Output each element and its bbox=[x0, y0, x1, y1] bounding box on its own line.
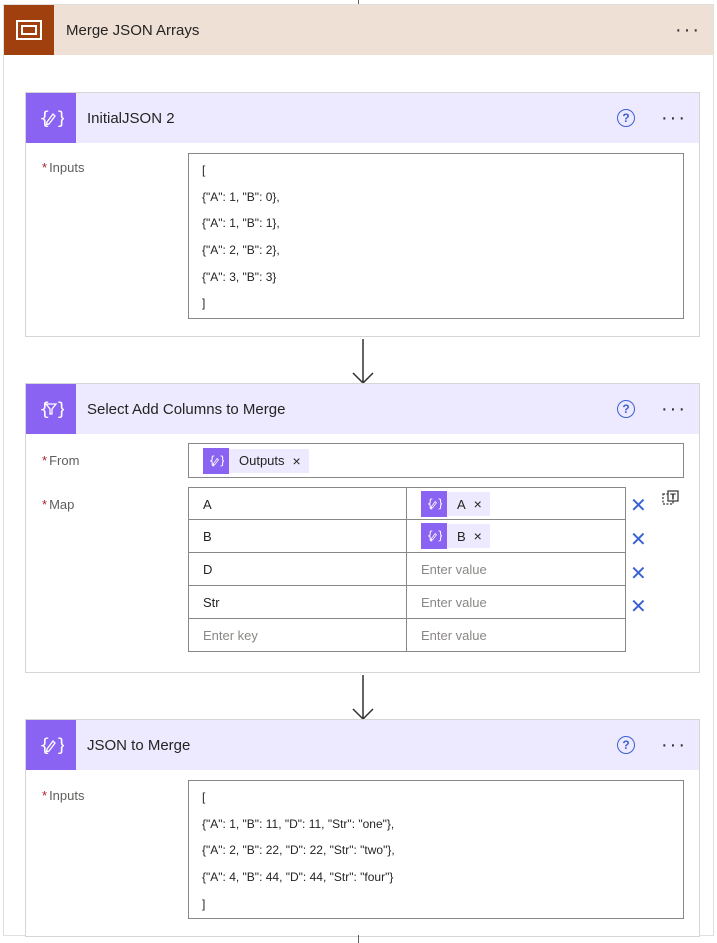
svg-text:{: { bbox=[427, 530, 434, 543]
map-label: *Map bbox=[42, 497, 75, 512]
outputs-token[interactable]: { } Outputs × bbox=[203, 447, 309, 474]
inputs-textarea[interactable]: [ {"A": 1, "B": 11, "D": 11, "Str": "one… bbox=[188, 780, 684, 919]
token-compose-icon: { } bbox=[203, 447, 229, 474]
action-title: Select Add Columns to Merge bbox=[87, 400, 286, 418]
down-arrow-icon bbox=[352, 675, 374, 721]
scope-icon bbox=[4, 5, 54, 55]
token-remove-icon[interactable]: × bbox=[292, 452, 301, 469]
action-title: InitialJSON 2 bbox=[87, 109, 175, 127]
down-arrow-icon bbox=[352, 339, 374, 385]
action-more-icon[interactable]: ··· bbox=[661, 107, 687, 129]
token-remove-icon[interactable]: × bbox=[473, 528, 482, 544]
json-line: {"A": 2, "B": 2}, bbox=[202, 243, 280, 258]
top-connector-line bbox=[358, 0, 359, 4]
json-line: {"A": 1, "B": 11, "D": 11, "Str": "one"}… bbox=[202, 816, 395, 831]
remove-row-icon[interactable]: ✕ bbox=[630, 529, 647, 551]
remove-row-icon[interactable]: ✕ bbox=[630, 596, 647, 618]
help-icon[interactable]: ? bbox=[617, 400, 635, 418]
json-line: {"A": 4, "B": 44, "D": 44, "Str": "four"… bbox=[202, 870, 394, 885]
token-label: B bbox=[457, 528, 466, 544]
scope-title: Merge JSON Arrays bbox=[66, 21, 200, 39]
token-compose-icon: { } bbox=[421, 523, 447, 549]
json-line: [ bbox=[202, 163, 206, 177]
action-card-select-add-columns: { } Select Add Columns to Merge ? ··· *F… bbox=[25, 383, 700, 673]
value-token[interactable]: { } B × bbox=[421, 523, 490, 549]
svg-text:}: } bbox=[56, 108, 64, 129]
from-label: *From bbox=[42, 453, 80, 468]
token-label: A bbox=[457, 496, 466, 512]
token-label: Outputs bbox=[239, 453, 285, 468]
json-line: ] bbox=[202, 296, 206, 311]
json-line: {"A": 3, "B": 3} bbox=[202, 269, 277, 284]
map-row: D Enter value bbox=[188, 552, 626, 586]
svg-text:}: } bbox=[56, 399, 64, 420]
map-row: B { } B × bbox=[188, 519, 626, 553]
svg-text:{: { bbox=[427, 498, 434, 511]
value-token[interactable]: { } A × bbox=[421, 491, 490, 517]
remove-row-icon[interactable]: ✕ bbox=[630, 495, 647, 517]
new-value-input[interactable]: Enter value bbox=[406, 618, 626, 652]
new-key-input[interactable]: Enter key bbox=[188, 618, 407, 652]
inputs-label: *Inputs bbox=[42, 160, 85, 175]
svg-text:}: } bbox=[437, 498, 442, 511]
action-more-icon[interactable]: ··· bbox=[661, 734, 687, 756]
action-more-icon[interactable]: ··· bbox=[661, 398, 687, 420]
map-key-input[interactable]: D bbox=[188, 552, 407, 586]
map-value-input[interactable]: { } B × bbox=[406, 519, 626, 553]
map-row: Str Enter value bbox=[188, 585, 626, 619]
help-icon[interactable]: ? bbox=[617, 736, 635, 754]
svg-text:{: { bbox=[39, 735, 50, 756]
token-remove-icon[interactable]: × bbox=[473, 496, 482, 512]
map-table: A { } A × bbox=[188, 487, 626, 652]
map-key-input[interactable]: B bbox=[188, 519, 407, 553]
action-header[interactable]: { } InitialJSON 2 ? ··· bbox=[26, 93, 699, 143]
json-line: {"A": 2, "B": 22, "D": 22, "Str": "two"}… bbox=[202, 843, 395, 858]
svg-text:{: { bbox=[209, 454, 216, 467]
json-line: {"A": 1, "B": 1}, bbox=[202, 216, 280, 231]
svg-text:T: T bbox=[670, 493, 676, 502]
svg-text:}: } bbox=[56, 735, 64, 756]
compose-icon: { } bbox=[26, 720, 76, 770]
json-line: [ bbox=[202, 790, 206, 804]
scope-more-icon[interactable]: ··· bbox=[675, 19, 701, 41]
bottom-connector-line bbox=[358, 935, 359, 943]
map-value-input[interactable]: Enter value bbox=[406, 552, 626, 586]
action-header[interactable]: { } Select Add Columns to Merge ? ··· bbox=[26, 384, 699, 434]
scope-header[interactable]: Merge JSON Arrays ··· bbox=[4, 5, 713, 55]
map-key-input[interactable]: Str bbox=[188, 585, 407, 619]
svg-text:{: { bbox=[39, 108, 50, 129]
svg-text:{: { bbox=[39, 399, 50, 420]
map-row-new: Enter key Enter value bbox=[188, 618, 626, 652]
action-card-json-to-merge: { } JSON to Merge ? ··· *Inputs [ {"A": … bbox=[25, 719, 700, 937]
remove-row-icon[interactable]: ✕ bbox=[630, 563, 647, 585]
inputs-textarea[interactable]: [ {"A": 1, "B": 0}, {"A": 1, "B": 1}, {"… bbox=[188, 153, 684, 319]
json-line: ] bbox=[202, 896, 206, 911]
from-field[interactable]: { } Outputs × bbox=[188, 443, 684, 478]
compose-icon: { } bbox=[26, 93, 76, 143]
action-header[interactable]: { } JSON to Merge ? ··· bbox=[26, 720, 699, 770]
switch-to-text-mode-icon[interactable]: T bbox=[662, 490, 680, 508]
token-compose-icon: { } bbox=[421, 491, 447, 517]
help-icon[interactable]: ? bbox=[617, 109, 635, 127]
scope-merge-json-arrays: Merge JSON Arrays ··· { } InitialJSON 2 … bbox=[3, 4, 714, 937]
map-row: A { } A × bbox=[188, 487, 626, 521]
map-key-input[interactable]: A bbox=[188, 487, 407, 521]
svg-text:}: } bbox=[437, 530, 442, 543]
svg-text:}: } bbox=[219, 454, 224, 467]
select-icon: { } bbox=[26, 384, 76, 434]
inputs-label: *Inputs bbox=[42, 788, 85, 803]
map-value-input[interactable]: { } A × bbox=[406, 487, 626, 521]
json-line: {"A": 1, "B": 0}, bbox=[202, 189, 280, 204]
action-card-initialjson-2: { } InitialJSON 2 ? ··· *Inputs [ {"A": … bbox=[25, 92, 700, 337]
map-value-input[interactable]: Enter value bbox=[406, 585, 626, 619]
action-title: JSON to Merge bbox=[87, 736, 191, 754]
